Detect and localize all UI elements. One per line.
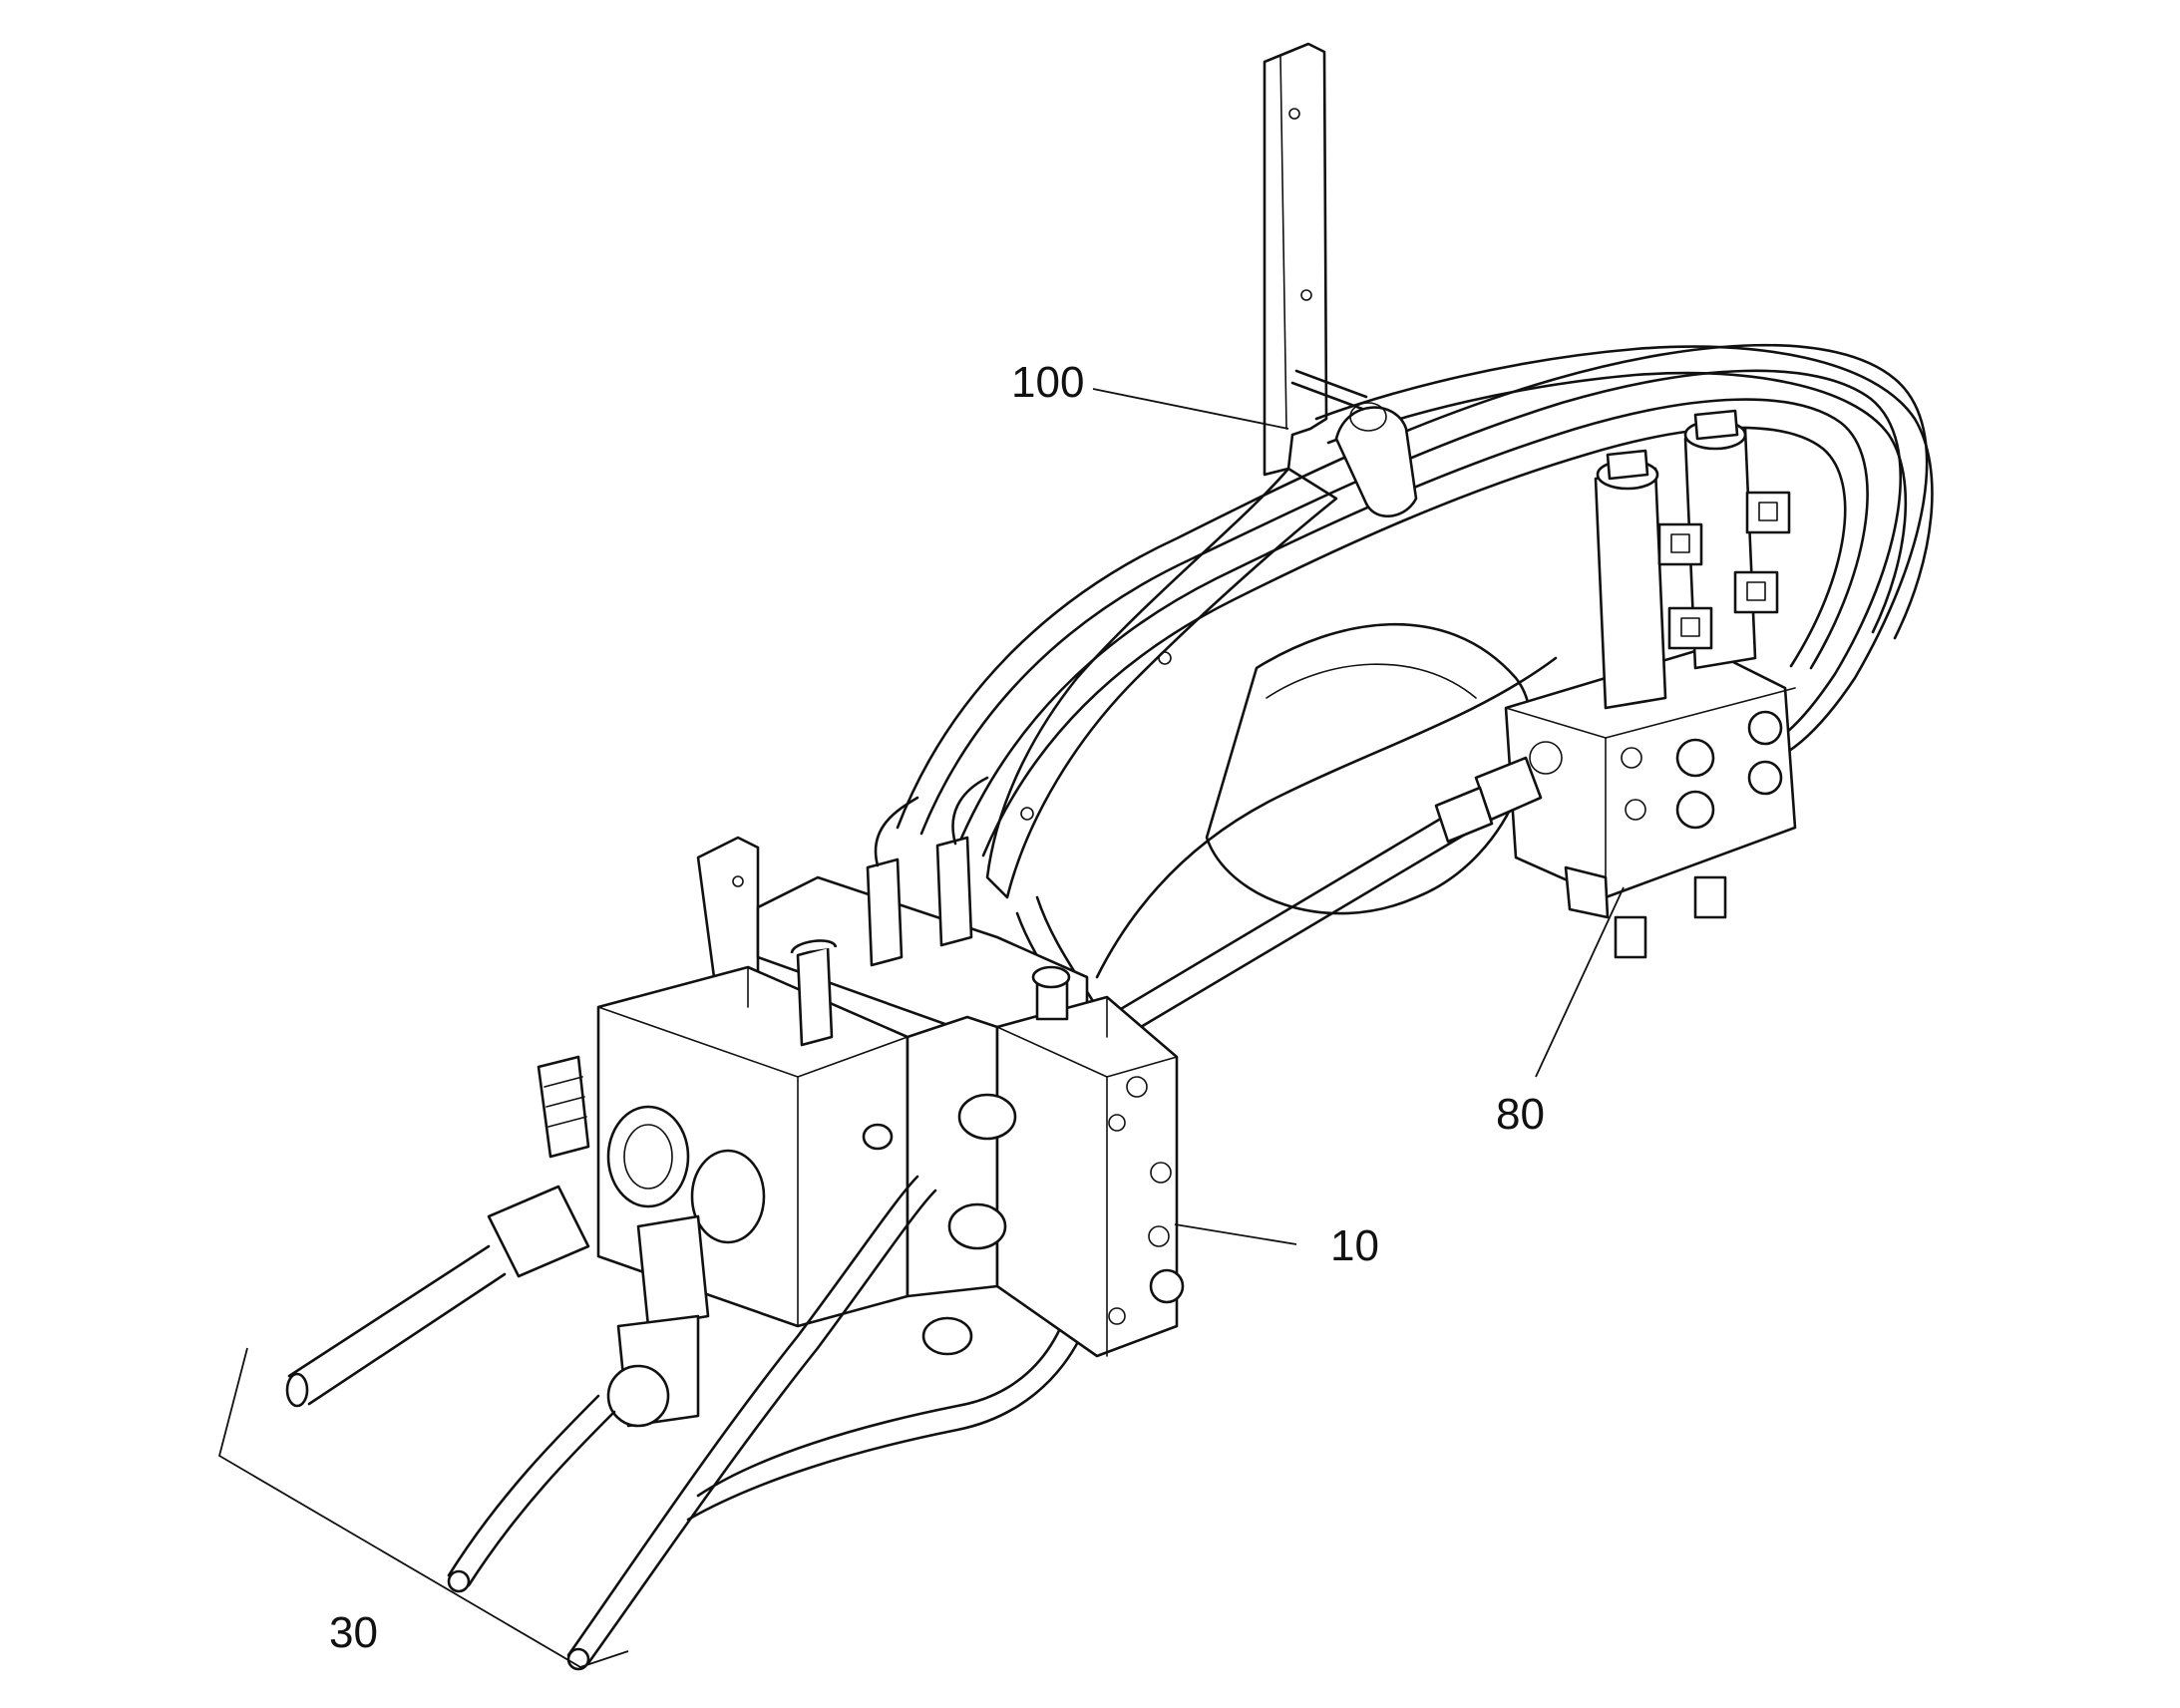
callout-30: 30 [329, 1608, 378, 1657]
callout-80: 80 [1496, 1090, 1545, 1139]
callout-10: 10 [1330, 1221, 1379, 1270]
leader-80 [1535, 886, 1625, 1078]
bracket-30 [217, 1347, 629, 1668]
leader-10 [1174, 1223, 1297, 1245]
leader-lines [217, 388, 1625, 1668]
leader-100 [1092, 388, 1289, 430]
mounting-bracket [985, 42, 1533, 915]
main-valve-block [487, 776, 1185, 1428]
hose-ends [285, 1175, 937, 1671]
callout-100: 100 [1011, 358, 1084, 407]
solenoid-valve-block [1434, 409, 1797, 959]
